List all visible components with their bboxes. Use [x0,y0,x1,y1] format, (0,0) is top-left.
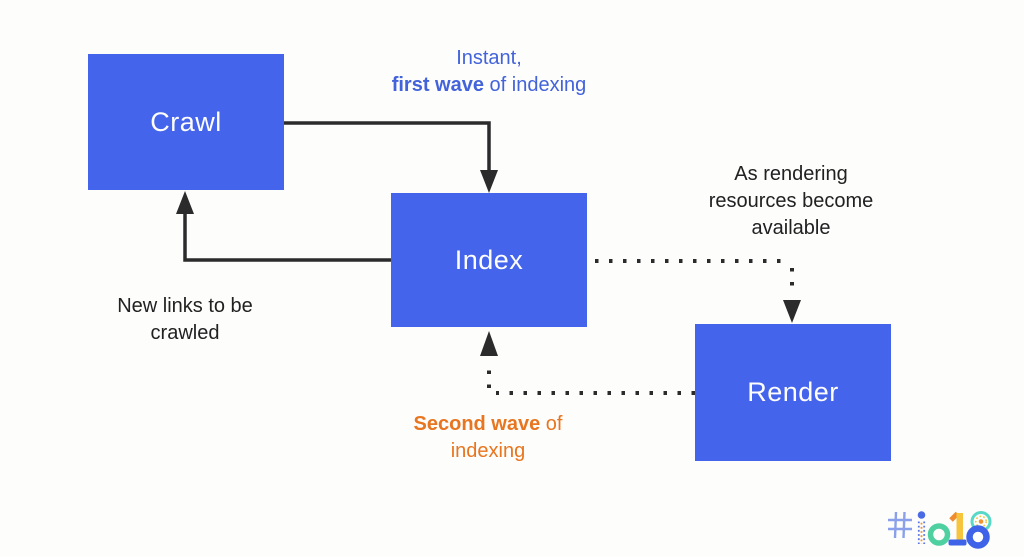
node-render: Render [695,324,891,461]
node-crawl: Crawl [88,54,284,190]
hash-glyph [888,511,912,539]
caption-second-wave-line2: indexing [450,440,526,462]
node-index-label: Index [454,244,524,275]
caption-second-wave: Second wave of indexing [363,411,613,465]
caption-new-links: New links to be crawled [70,293,300,347]
arrow-index-to-render-dotted [595,259,801,323]
caption-as-rendering-line1: As rendering [734,163,848,185]
io18-hashtag-logo [888,511,992,549]
arrow-crawl-to-index [284,121,498,193]
caption-new-links-line1: New links to be [117,295,253,317]
caption-first-wave-line1: Instant, [456,47,522,69]
caption-as-rendering-line3: available [751,217,831,239]
caption-first-wave-line2: first wave of indexing [391,74,587,96]
caption-first-wave: Instant, first wave of indexing [364,45,614,99]
caption-new-links-line2: crawled [150,322,220,344]
caption-second-wave-line1: Second wave of [413,413,563,435]
node-crawl-label: Crawl [150,106,222,137]
i-glyph [917,511,926,544]
node-render-label: Render [747,377,839,407]
o-glyph [927,523,951,546]
arrow-index-to-crawl [176,191,391,262]
one-glyph [948,511,967,546]
caption-as-rendering-line2: resources become [708,190,874,212]
arrow-render-to-index-dotted [480,331,695,395]
node-index: Index [391,193,587,327]
eight-glyph [966,511,992,549]
caption-as-rendering: As rendering resources become available [666,161,916,242]
